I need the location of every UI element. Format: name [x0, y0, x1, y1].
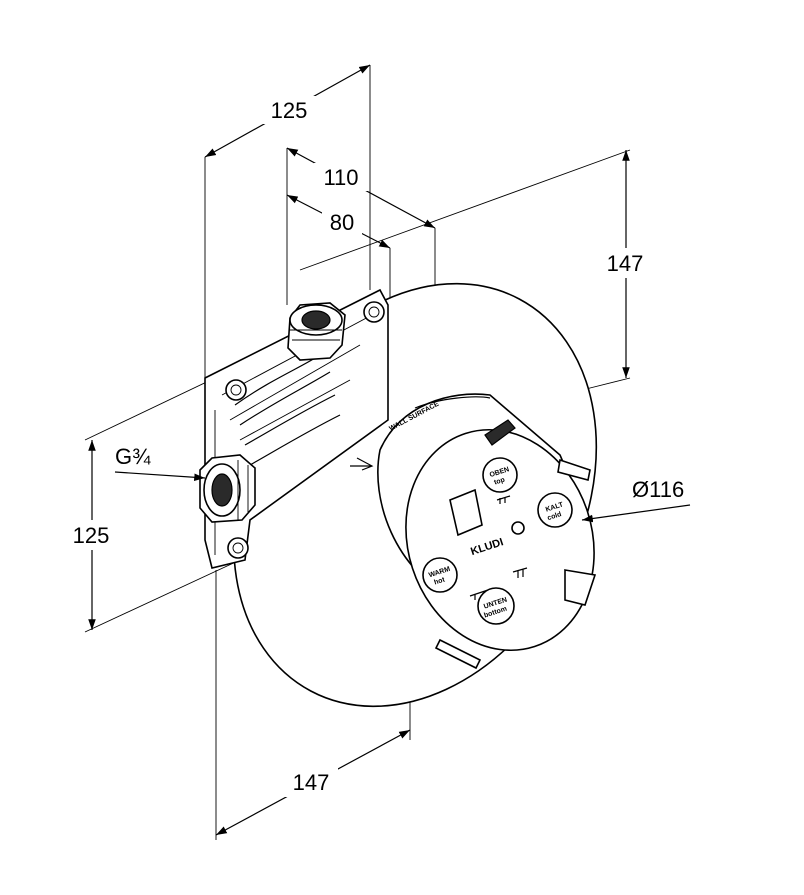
top-connection-nut [287, 302, 346, 361]
mount-hole-left-top [225, 379, 247, 401]
brand-logo-icon [511, 521, 525, 535]
label-cold [537, 492, 573, 528]
spout-symbol-icon [469, 589, 489, 600]
wall-surface-arrow-icon [350, 457, 374, 471]
shower-symbol-icon [496, 495, 511, 504]
label-top [482, 457, 518, 493]
valve-face [405, 428, 595, 652]
cartridge-stem [564, 569, 597, 606]
label-top-en: top [493, 477, 506, 487]
dim-110: 110 [323, 165, 358, 190]
label-warm-en: hot [433, 576, 446, 586]
leader-diameter [581, 504, 691, 523]
dimension-values: 125 110 80 147 125 147 Ø116 G¾ [64, 96, 684, 797]
side-connection-nut [199, 454, 256, 523]
bath-symbol-icon [512, 567, 528, 578]
mount-hole-right-top [363, 301, 385, 323]
dim-147-right: 147 [607, 251, 644, 276]
dim-125-left: 125 [73, 523, 110, 548]
label-warm [422, 557, 458, 593]
dim-thread: G¾ [115, 444, 151, 469]
leader-thread [114, 471, 206, 482]
label-bottom [477, 587, 515, 625]
mount-hole-left-bottom [227, 537, 249, 559]
fixing-clip-top [484, 419, 516, 446]
fixing-clip-side [557, 458, 591, 481]
dim-80: 80 [330, 210, 354, 235]
dim-125-top: 125 [271, 98, 308, 123]
dim-diameter: Ø116 [632, 477, 684, 502]
dim-147-bottom: 147 [293, 770, 330, 795]
box-ribs [234, 354, 341, 466]
fixing-clip-bottom [434, 638, 482, 670]
label-cold-en: cold [547, 511, 563, 522]
